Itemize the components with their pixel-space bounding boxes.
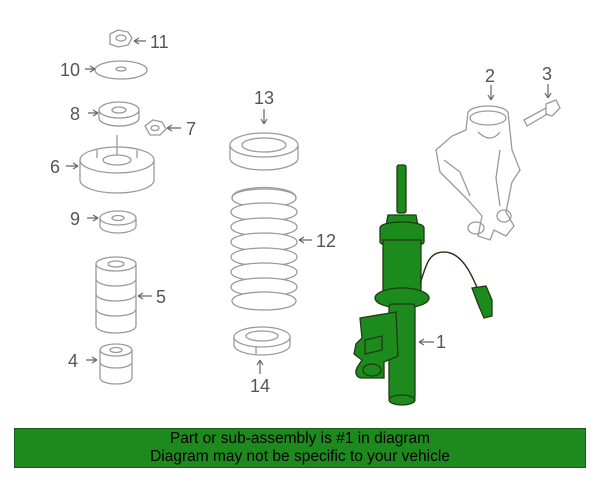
callout-line-12 <box>298 236 312 244</box>
part-8-bushing[interactable] <box>98 101 140 127</box>
part-1-strut-assembly[interactable] <box>353 164 493 406</box>
callout-7: 7 <box>186 119 196 139</box>
callout-1: 1 <box>436 332 446 352</box>
part-3-bolt[interactable] <box>523 99 561 127</box>
callout-6: 6 <box>50 157 60 177</box>
banner-line-1: Part or sub-assembly is #1 in diagram <box>169 430 431 447</box>
callout-line-1 <box>418 338 434 346</box>
callout-12: 12 <box>316 231 336 251</box>
callout-14: 14 <box>250 376 270 396</box>
callout-line-14 <box>256 359 264 374</box>
callout-line-2 <box>487 85 495 101</box>
callout-line-9 <box>87 214 99 222</box>
callout-2: 2 <box>485 66 495 86</box>
part-4-bump-stop[interactable] <box>99 343 133 385</box>
callout-13: 13 <box>254 88 274 108</box>
callout-line-13 <box>260 109 268 125</box>
banner-line-2: Diagram may not be specific to your vehi… <box>150 448 450 465</box>
callout-line-7 <box>166 124 181 132</box>
callout-line-6 <box>66 162 79 170</box>
part-2-knuckle[interactable] <box>435 105 521 241</box>
callout-3: 3 <box>542 64 552 84</box>
callout-10: 10 <box>60 60 80 80</box>
part-7-nut[interactable] <box>144 119 167 136</box>
part-5-dust-boot[interactable] <box>95 256 137 334</box>
callout-5: 5 <box>156 287 166 307</box>
callout-4: 4 <box>68 351 78 371</box>
callout-9: 9 <box>70 209 80 229</box>
callout-11: 11 <box>150 32 169 52</box>
callout-line-3 <box>544 84 552 99</box>
part-14-spring-seat[interactable] <box>233 326 291 356</box>
callout-8: 8 <box>70 104 80 124</box>
part-9-bushing[interactable] <box>99 210 137 234</box>
part-12-coil-spring[interactable] <box>230 186 298 311</box>
callout-line-4 <box>86 356 98 364</box>
info-banner: Part or sub-assembly is #1 in diagram Di… <box>14 428 586 468</box>
part-13-spring-seat[interactable] <box>229 132 299 171</box>
callout-line-8 <box>88 109 99 117</box>
callout-line-5 <box>137 292 152 300</box>
callout-line-10 <box>85 65 96 73</box>
part-10-washer[interactable] <box>94 60 148 80</box>
part-11-nut[interactable] <box>109 29 133 48</box>
callout-line-11 <box>133 37 146 45</box>
part-6-strut-mount[interactable] <box>79 135 155 194</box>
